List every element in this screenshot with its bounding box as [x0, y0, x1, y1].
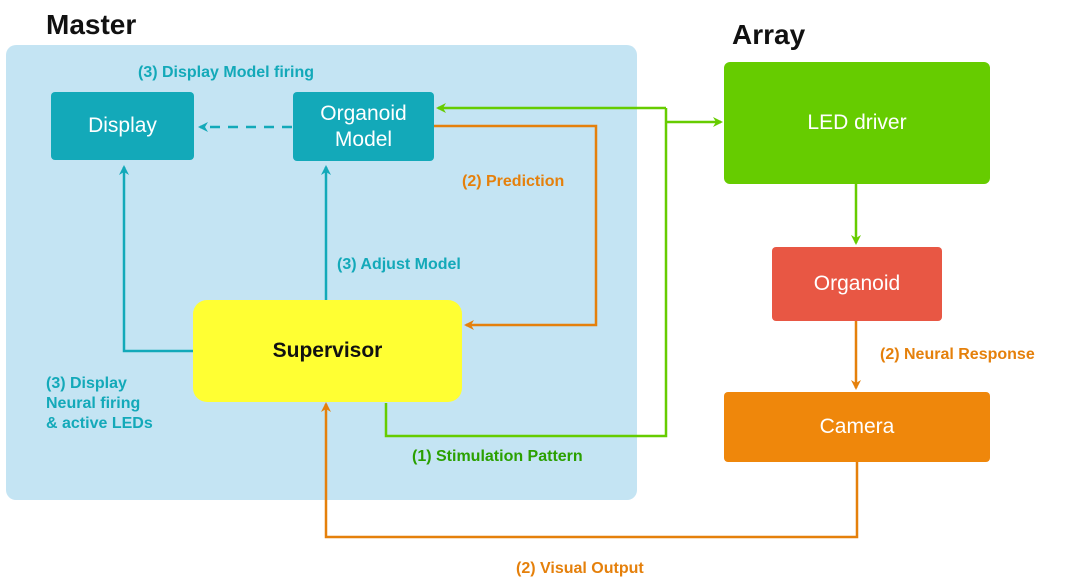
array-title: Array — [732, 19, 806, 50]
arrow-model-to-supervisor — [434, 124, 598, 330]
master-title: Master — [46, 9, 137, 40]
label-visual-output: (2) Visual Output — [516, 560, 644, 577]
line-stimulation-pattern — [384, 108, 668, 438]
label-neural-response: (2) Neural Response — [880, 346, 1035, 363]
led-driver-node: LED driver — [724, 62, 990, 184]
organoid-model-node: Organoid Model — [293, 92, 434, 161]
label-display-neural-firing: (3) Display Neural firing & active LEDs — [46, 375, 153, 432]
display-node: Display — [51, 92, 194, 160]
arrow-camera-to-supervisor — [321, 402, 859, 539]
camera-node: Camera — [724, 392, 990, 462]
supervisor-node: Supervisor — [193, 300, 462, 402]
organoid-node: Organoid — [772, 247, 942, 321]
label-prediction: (2) Prediction — [462, 173, 565, 190]
label-stimulation-pattern: (1) Stimulation Pattern — [412, 448, 583, 465]
label-display-model-firing: (3) Display Model firing — [138, 64, 315, 81]
arrow-supervisor-to-display — [119, 165, 193, 353]
label-adjust-model: (3) Adjust Model — [337, 256, 461, 273]
